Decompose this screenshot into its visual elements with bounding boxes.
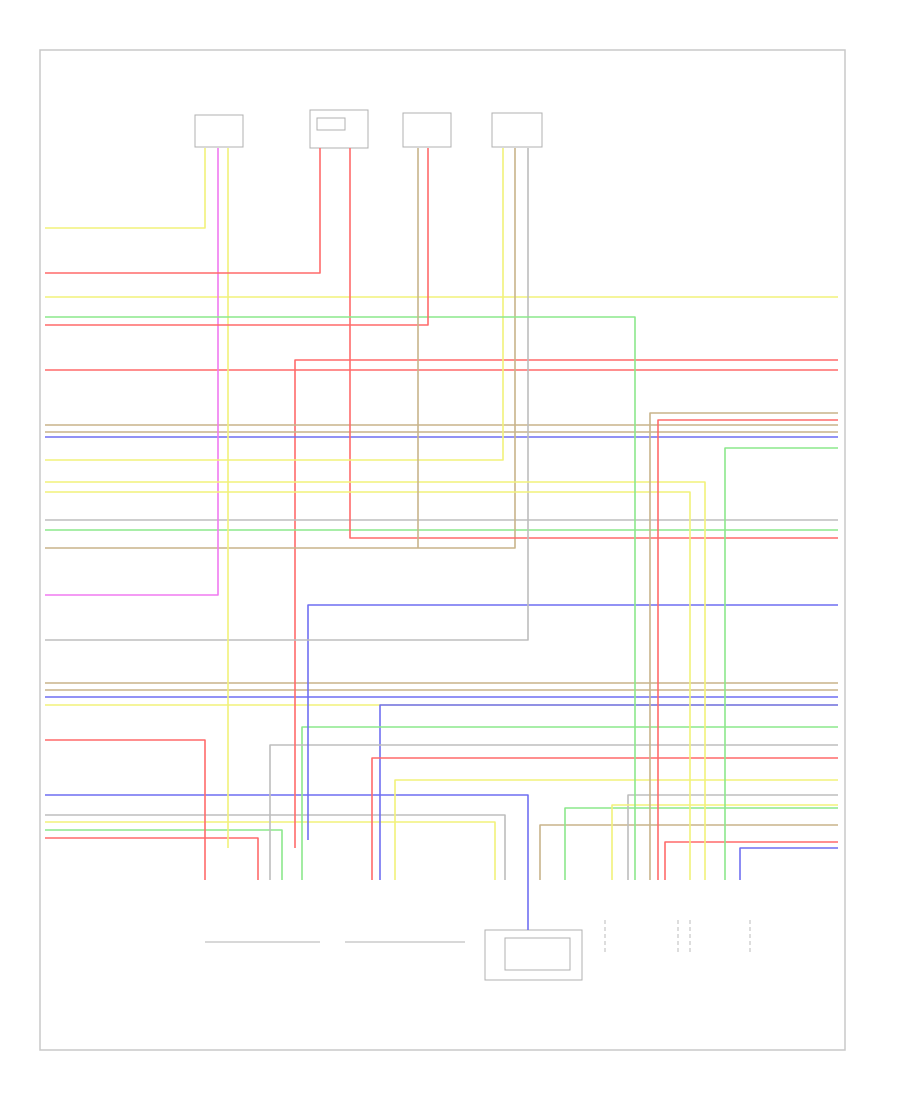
wire-39 [45,148,321,274]
wire-21 [664,841,838,880]
wire-43 [724,447,838,880]
wire-33 [307,604,838,840]
wire-31 [349,148,838,539]
wire-group [45,148,838,930]
wire-44 [649,412,838,880]
wire-34 [45,148,529,641]
top-component-4 [491,112,543,148]
wire-32 [45,148,219,596]
wire-36 [45,481,706,880]
wire-5 [45,794,529,930]
bottom-component-3 [484,929,583,981]
wire-3 [45,821,496,880]
wire-46 [45,148,206,229]
wire-6 [45,739,206,880]
wire-35 [45,148,504,461]
wire-12 [301,726,838,880]
wire-11 [379,704,838,880]
wire-41 [45,148,429,326]
top-component-3 [402,112,452,148]
wire-1 [45,837,259,880]
wire-4 [45,814,506,880]
bottom-component-5 [689,920,751,955]
wire-18 [627,794,838,880]
wire-40 [45,316,636,880]
bottom-component-4 [604,920,679,955]
top-component-2 [309,109,369,149]
wire-19 [611,804,838,880]
wire-24 [294,359,838,848]
wire-2 [45,829,283,880]
wire-15 [269,744,838,880]
wire-16 [539,824,838,880]
diagram-frame [39,49,846,1051]
wire-30 [45,148,516,549]
top-component-1 [194,114,244,148]
wire-20 [739,847,838,880]
wire-37 [45,491,691,880]
wire-17 [564,807,838,880]
wire-45 [657,419,838,880]
wire-13 [371,757,838,880]
